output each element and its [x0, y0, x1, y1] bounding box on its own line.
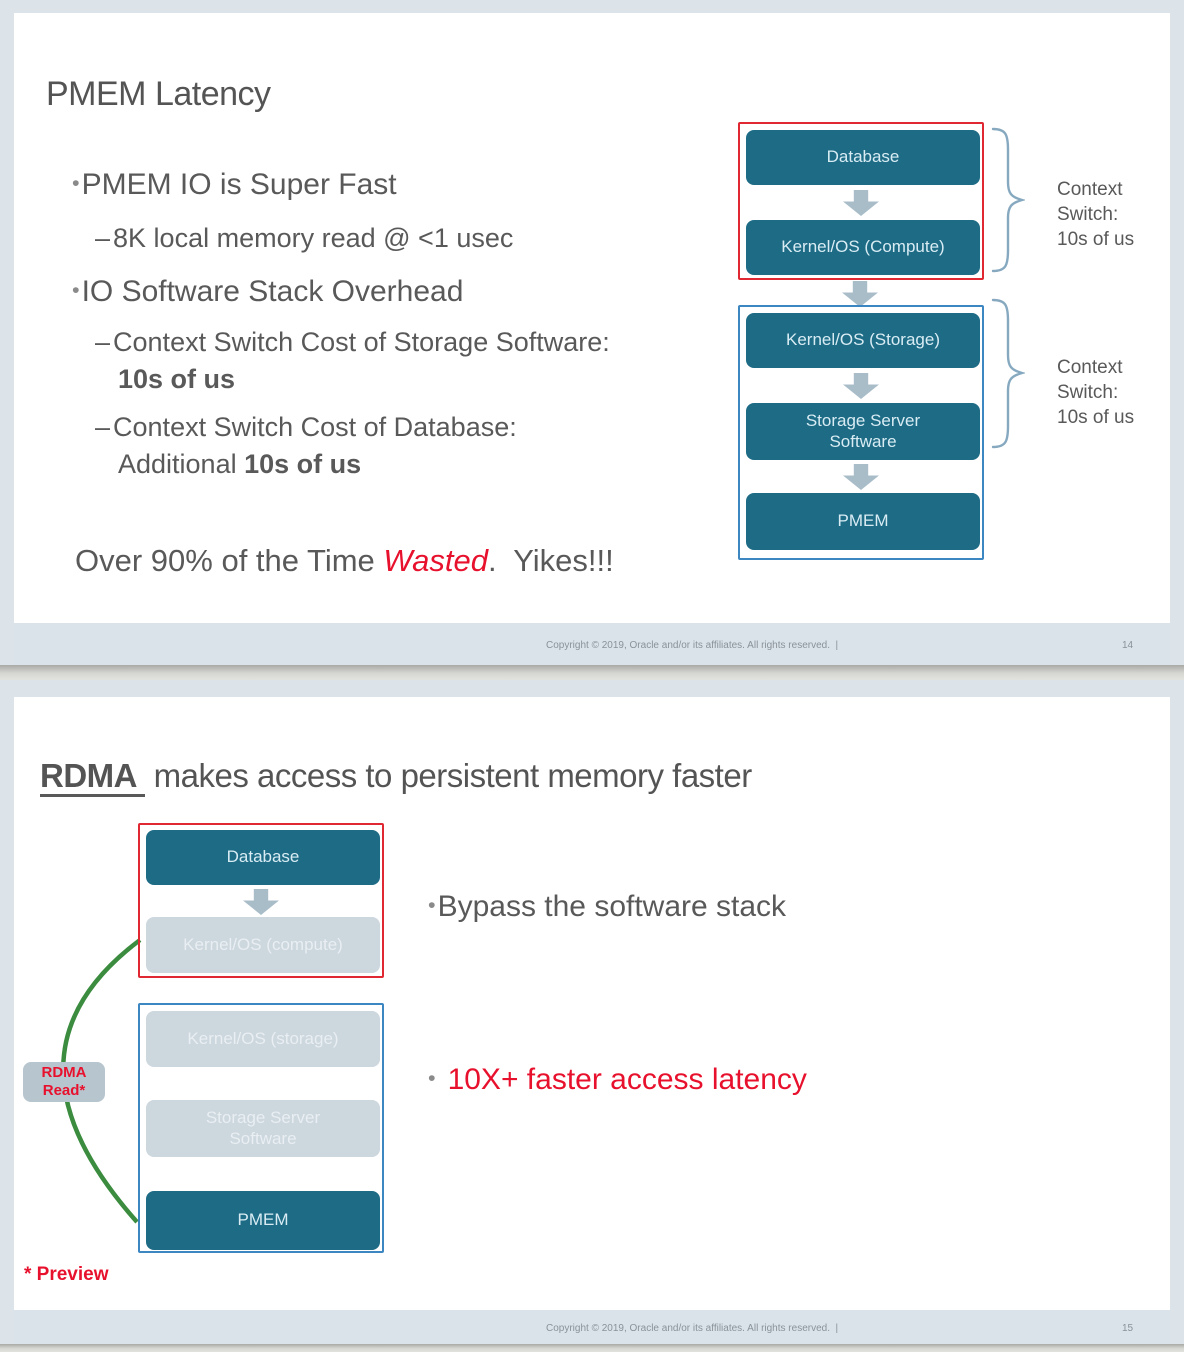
bullet-10x-faster: •10X+ faster access latency — [428, 1063, 807, 1096]
bullet-ctx-database-cost: Additional 10s of us — [118, 449, 362, 479]
storage-group-frame: Kernel/OS (storage) Storage Server Softw… — [138, 1003, 384, 1253]
bullet-ctx-database: –Context Switch Cost of Database: — [95, 412, 517, 442]
kernel-storage-box: Kernel/OS (storage) — [146, 1011, 380, 1067]
kernel-storage-box: Kernel/OS (Storage) — [746, 313, 980, 368]
rdma-title-word: RDMA — [40, 757, 145, 797]
bullet-icon: • — [72, 170, 80, 196]
down-arrow-icon — [243, 889, 279, 915]
copyright-text: Copyright © 2019, Oracle and/or its affi… — [546, 1323, 839, 1334]
dash-icon: – — [95, 327, 111, 357]
slide1-footer: Copyright © 2019, Oracle and/or its affi… — [14, 623, 1170, 665]
pmem-box: PMEM — [746, 493, 980, 550]
storage-server-box: Storage Server Software — [746, 403, 980, 460]
bullet-io-overhead: •IO Software Stack Overhead — [72, 275, 464, 308]
page-number: 14 — [1122, 640, 1134, 651]
down-arrow-icon — [843, 373, 879, 399]
copyright-text: Copyright © 2019, Oracle and/or its affi… — [546, 640, 839, 651]
slide1-title: PMEM Latency — [46, 75, 271, 113]
storage-group-frame: Kernel/OS (Storage) Storage Server Softw… — [738, 305, 984, 560]
down-arrow-icon — [843, 464, 879, 490]
preview-footnote: * Preview — [24, 1264, 109, 1285]
rdma-read-chip: RDMA Read* — [23, 1062, 105, 1102]
kernel-compute-box: Kernel/OS (compute) — [146, 917, 380, 973]
slide2-title: RDMA makes access to persistent memory f… — [40, 757, 752, 797]
database-box: Database — [746, 130, 980, 185]
bullet-bypass-stack: •Bypass the software stack — [428, 890, 787, 923]
bullet-icon: • — [72, 277, 80, 303]
bullet-ctx-storage: –Context Switch Cost of Storage Software… — [95, 327, 610, 357]
page-separator — [0, 665, 1184, 680]
bullet-icon: • — [428, 1065, 436, 1091]
pmem-box: PMEM — [146, 1191, 380, 1250]
database-box: Database — [146, 830, 380, 885]
down-arrow-icon — [842, 281, 878, 307]
page-separator — [0, 1344, 1184, 1352]
bullet-pmem-io-fast: •PMEM IO is Super Fast — [72, 168, 397, 201]
bullet-8k-read: –8K local memory read @ <1 usec — [95, 223, 514, 253]
dash-icon: – — [95, 223, 111, 253]
curly-brace-icon — [991, 298, 1025, 449]
context-switch-label-1: Context Switch: 10s of us — [1057, 179, 1135, 250]
compute-group-frame: Database Kernel/OS (compute) — [138, 823, 384, 978]
wasted-highlight: Wasted — [383, 543, 488, 578]
page-number: 15 — [1122, 1323, 1134, 1334]
bullet-ctx-storage-cost: 10s of us — [118, 364, 236, 394]
slide2-footer: Copyright © 2019, Oracle and/or its affi… — [14, 1310, 1170, 1344]
kernel-compute-box: Kernel/OS (Compute) — [746, 220, 980, 275]
compute-group-frame: Database Kernel/OS (Compute) — [738, 122, 984, 280]
context-switch-label-2: Context Switch: 10s of us — [1057, 357, 1135, 428]
curly-brace-icon — [991, 127, 1025, 273]
dash-icon: – — [95, 412, 111, 442]
down-arrow-icon — [843, 190, 879, 216]
storage-server-box: Storage Server Software — [146, 1100, 380, 1157]
bullet-icon: • — [428, 892, 436, 918]
slide-pmem-latency: PMEM Latency •PMEM IO is Super Fast –8K … — [14, 13, 1170, 665]
conclusion-line: Over 90% of the Time Wasted. Yikes!!! — [75, 543, 614, 578]
slide-rdma-faster: RDMA makes access to persistent memory f… — [14, 697, 1170, 1344]
